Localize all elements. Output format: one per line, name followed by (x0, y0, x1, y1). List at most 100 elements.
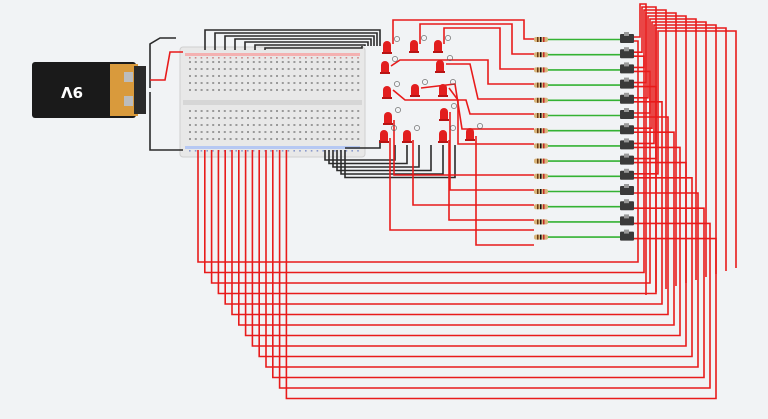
slide-switch[interactable] (620, 199, 634, 211)
led[interactable] (380, 56, 398, 74)
led[interactable] (435, 55, 453, 73)
power-wire-switch-return (634, 21, 707, 277)
resistor[interactable] (534, 128, 548, 134)
power-wire-led-resistor (420, 83, 534, 130)
led[interactable] (382, 36, 400, 54)
ground-wire-led-lower (332, 145, 420, 168)
ground-wire-led (224, 35, 375, 50)
resistor[interactable] (534, 143, 548, 149)
power-wire-switch (258, 150, 693, 358)
power-wire-switch (251, 150, 687, 347)
resistor-group (534, 37, 548, 240)
signal-wires (548, 38, 621, 238)
slide-switch[interactable] (620, 153, 634, 165)
battery-terminal-block (134, 66, 146, 114)
led[interactable] (439, 103, 457, 121)
power-wire-led-resistor (392, 89, 534, 115)
power-wire-led-resistor (448, 140, 534, 221)
led[interactable] (409, 35, 427, 53)
power-wire-led-resistor (446, 63, 534, 100)
slide-switch[interactable] (620, 138, 634, 150)
ground-wire-led-lower (324, 145, 396, 161)
power-wire-led-resistor (448, 87, 534, 145)
resistor[interactable] (534, 234, 548, 240)
resistor[interactable] (534, 67, 548, 73)
ground-wire-led (264, 46, 363, 50)
led-group (379, 35, 483, 143)
power-wire-switch-return (634, 27, 727, 271)
power-wire-switch (197, 40, 639, 263)
ground-wire-led (204, 29, 381, 50)
resistor[interactable] (534, 37, 548, 42)
resistor[interactable] (534, 189, 548, 194)
led[interactable] (382, 81, 400, 99)
power-wire-led-resistor (475, 136, 534, 246)
ground-wire-battery (149, 92, 183, 151)
ground-wire-led (214, 32, 378, 50)
power-wire-battery (150, 51, 183, 81)
battery-label: 9V (61, 83, 83, 101)
resistor[interactable] (534, 219, 548, 225)
power-wire-led-resistor (392, 19, 534, 44)
led[interactable] (465, 123, 483, 141)
ground-wire-led-lower (328, 145, 408, 165)
slide-switch[interactable] (620, 123, 634, 135)
led[interactable] (433, 35, 451, 53)
resistor[interactable] (534, 158, 548, 164)
battery-terminal-positive (124, 72, 133, 82)
ground-wire-led (254, 44, 366, 50)
breadboard-holes (189, 57, 360, 152)
ground-wire-battery-top (149, 37, 176, 88)
slide-switch[interactable] (620, 168, 634, 180)
resistor[interactable] (534, 82, 548, 88)
battery[interactable]: 9V (32, 62, 146, 118)
resistor[interactable] (534, 97, 548, 103)
ground-wire-led (234, 38, 372, 50)
slide-switch[interactable] (620, 62, 634, 74)
led[interactable] (438, 125, 456, 143)
breadboard-rail-bottom-neg (185, 146, 360, 149)
power-wire-led-resistor (412, 140, 534, 206)
resistor[interactable] (534, 204, 548, 210)
power-wire-switch (210, 70, 651, 284)
power-wire-switch-return (634, 18, 697, 280)
slide-switch[interactable] (620, 47, 634, 59)
power-wire-switch (244, 146, 681, 337)
resistor[interactable] (534, 173, 548, 179)
slide-switch[interactable] (620, 32, 634, 43)
slide-switch[interactable] (620, 77, 634, 89)
slide-switch[interactable] (620, 184, 634, 195)
power-wire-switch-return (634, 30, 737, 268)
led[interactable] (383, 107, 401, 125)
power-wire-led-resistor (389, 138, 534, 231)
slide-switch[interactable] (620, 108, 634, 119)
breadboard[interactable] (179, 46, 366, 158)
battery-terminal-negative (124, 96, 133, 106)
ground-wire-led-lower (340, 145, 444, 175)
resistor[interactable] (534, 113, 548, 118)
resistor[interactable] (534, 52, 548, 58)
power-wire-switch-return (634, 15, 687, 283)
power-wire-led-resistor (390, 59, 534, 85)
power-wire-switch (272, 150, 705, 379)
ground-wires (149, 29, 456, 179)
switch-group (620, 32, 634, 241)
breadboard-channel (183, 100, 362, 105)
power-wire-switch-return (634, 9, 667, 289)
slide-switch[interactable] (620, 92, 634, 104)
slide-switch[interactable] (620, 229, 634, 241)
led[interactable] (410, 79, 428, 97)
power-wire-led-resistor (443, 27, 534, 70)
breadboard-rail-top-pos (185, 53, 360, 56)
power-wire-switch-return (634, 3, 647, 295)
led[interactable] (402, 125, 420, 143)
slide-switch[interactable] (620, 214, 634, 226)
power-wires (150, 3, 737, 400)
ground-wire-led-lower (336, 145, 432, 172)
power-wire-switch (265, 150, 699, 368)
led[interactable] (379, 125, 397, 143)
led[interactable] (438, 79, 456, 97)
power-wire-switch-return (634, 12, 677, 286)
